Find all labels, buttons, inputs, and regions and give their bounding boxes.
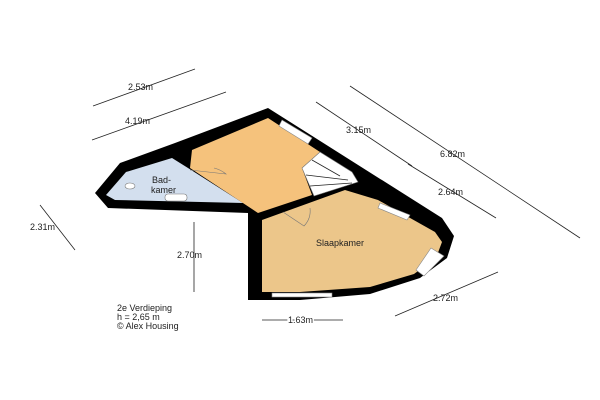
toilet-icon	[164, 193, 188, 202]
dim-2.64: 2.64m	[438, 187, 463, 197]
bath-fixtures	[124, 182, 188, 202]
bedroom-label: Slaapkamer	[316, 238, 364, 248]
stair-steps	[305, 159, 353, 187]
copyright-caption: © Alex Housing	[117, 321, 179, 331]
floor-caption: 2e Verdieping	[117, 303, 172, 313]
window-bay	[415, 247, 445, 277]
windows	[271, 119, 445, 298]
window-bottom	[271, 292, 333, 298]
dim-6.82: 6.82m	[440, 149, 465, 159]
dim-2.53: 2.53m	[128, 82, 153, 92]
dim-2.72: 2.72m	[433, 293, 458, 303]
dim-4.19: 4.19m	[125, 116, 150, 126]
bathroom	[106, 158, 243, 203]
window-right	[377, 202, 411, 221]
landing-room	[190, 118, 320, 213]
door-swings	[189, 167, 311, 227]
sink-icon	[124, 182, 136, 190]
stairs	[301, 151, 359, 197]
dim-2.31: 2.31m	[30, 222, 55, 232]
dim-1.63: 1.63m	[288, 315, 313, 325]
window-top	[278, 119, 313, 145]
bath-label: Bad-	[152, 175, 171, 185]
height-caption: h = 2,65 m	[117, 312, 160, 322]
dim-3.15: 3.15m	[346, 125, 371, 135]
bath-label-2: kamer	[151, 185, 176, 195]
dimension-lines	[39, 68, 581, 321]
dim-2.70: 2.70m	[177, 250, 202, 260]
